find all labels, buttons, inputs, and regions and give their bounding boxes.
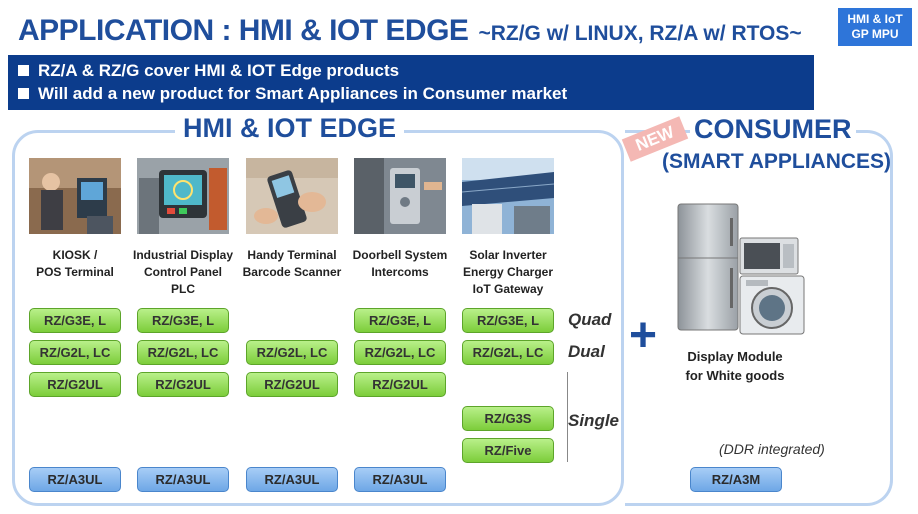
consumer-title: CONSUMER [690,114,856,145]
chip-rz-g2l: RZ/G2L, LC [462,340,554,365]
category-line: Energy Charger [462,265,554,279]
ddr-integrated-note: (DDR integrated) [719,441,825,457]
barcode-scanner-photo-icon [246,158,338,234]
chip-rz-g3e: RZ/G3E, L [29,308,121,333]
category-line: Doorbell System [352,248,448,262]
tier-dual-label: Dual [568,342,605,361]
chip-rz-g3e: RZ/G3E, L [462,308,554,333]
category-line: IoT Gateway [472,282,544,296]
bullet-square-icon [18,65,29,76]
control-panel-photo-icon [137,158,229,234]
single-tier-bracket [560,372,568,462]
kiosk-photo-icon [29,158,121,234]
display-module-line: Display Module [687,349,783,364]
chip-rz-g2ul: RZ/G2UL [246,372,338,397]
chip-rz-g2l: RZ/G2L, LC [354,340,446,365]
category-line: Solar Inverter [469,248,547,262]
title-subtitle: ~RZ/G w/ LINUX, RZ/A w/ RTOS~ [478,22,802,45]
category-handy-terminal: Handy Terminal Barcode Scanner [237,247,347,281]
chip-rz-a3ul: RZ/A3UL [246,467,338,492]
category-line: PLC [171,282,195,296]
title-main: APPLICATION : HMI & IOT EDGE [18,14,469,47]
category-line: Handy Terminal [247,248,337,262]
chip-rz-g2l: RZ/G2L, LC [137,340,229,365]
banner-text-1: RZ/A & RZ/G cover HMI & IOT Edge product… [38,60,400,80]
banner-line-2: Will add a new product for Smart Applian… [18,82,814,105]
category-tag-line-1: HMI & IoT [847,12,903,26]
plus-icon: + [629,309,658,362]
consumer-subtitle: (SMART APPLIANCES) [662,150,892,173]
display-module-line: for White goods [685,368,785,383]
solar-inverter-photo-icon [462,158,554,234]
chip-rz-g2ul: RZ/G2UL [29,372,121,397]
white-goods-appliances-icon [677,203,805,335]
banner-line-1: RZ/A & RZ/G cover HMI & IOT Edge product… [18,59,814,82]
doorbell-photo-icon [354,158,446,234]
category-doorbell: Doorbell System Intercoms [345,247,455,281]
category-line: POS Terminal [36,265,114,279]
chip-rz-a3ul: RZ/A3UL [354,467,446,492]
chip-rz-a3ul: RZ/A3UL [29,467,121,492]
category-kiosk-pos: KIOSK / POS Terminal [20,247,130,281]
banner-text-2: Will add a new product for Smart Applian… [38,83,568,103]
category-line: Control Panel [143,265,222,279]
category-tag-line-2: GP MPU [851,27,899,41]
category-solar-inverter: Solar Inverter Energy Charger IoT Gatewa… [453,247,563,298]
chip-rz-a3m: RZ/A3M [690,467,782,492]
category-industrial-display: Industrial Display Control Panel PLC [128,247,238,298]
category-line: Barcode Scanner [242,265,342,279]
chip-rz-g2ul: RZ/G2UL [137,372,229,397]
page-title: APPLICATION : HMI & IOT EDGE ~RZ/G w/ LIN… [18,14,802,48]
chip-rz-g2l: RZ/G2L, LC [29,340,121,365]
bullet-square-icon [18,88,29,99]
chip-rz-g2l: RZ/G2L, LC [246,340,338,365]
category-line: KIOSK / [52,248,98,262]
category-tag: HMI & IoT GP MPU [838,8,912,46]
chip-rz-five: RZ/Five [462,438,554,463]
chip-rz-g3e: RZ/G3E, L [354,308,446,333]
tier-quad-label: Quad [568,310,612,329]
category-line: Intercoms [371,265,429,279]
chip-rz-g3e: RZ/G3E, L [137,308,229,333]
display-module-label: Display Module for White goods [660,347,810,385]
hmi-iot-edge-title: HMI & IOT EDGE [175,113,405,144]
category-line: Industrial Display [132,248,234,262]
summary-banner: RZ/A & RZ/G cover HMI & IOT Edge product… [8,55,814,110]
chip-rz-a3ul: RZ/A3UL [137,467,229,492]
chip-rz-g2ul: RZ/G2UL [354,372,446,397]
tier-single-label: Single [568,411,620,430]
chip-rz-g3s: RZ/G3S [462,406,554,431]
